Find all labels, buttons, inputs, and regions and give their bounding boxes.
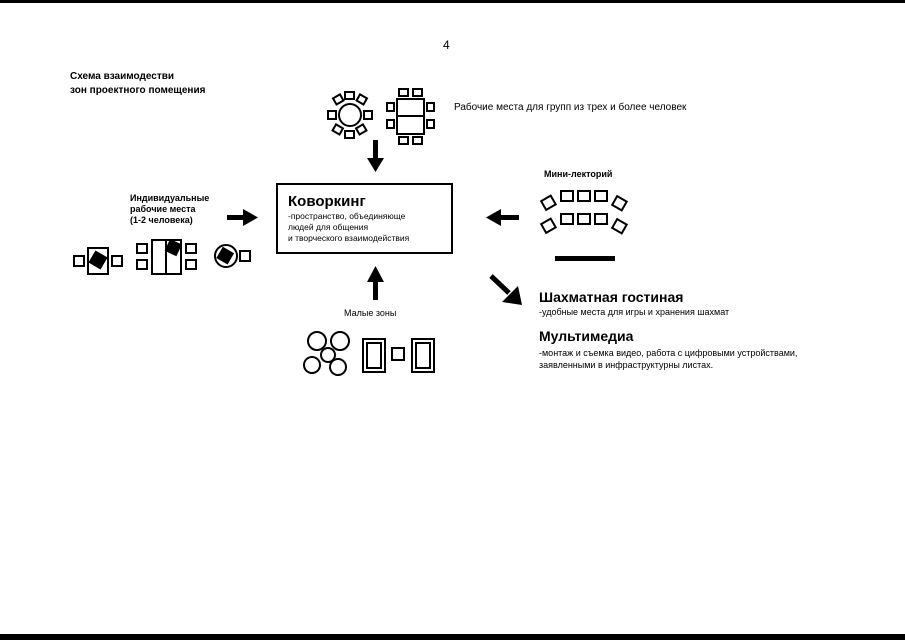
group-workspaces-label: Рабочие места для групп из трех и более … <box>454 102 687 113</box>
individual-workspaces-label: Индивидуальные рабочие места (1-2 челове… <box>130 193 209 226</box>
title-line: зон проектного помещения <box>70 85 206 96</box>
label-line: рабочие места <box>130 204 196 214</box>
small-zones-label: Малые зоны <box>344 308 397 318</box>
coworking-box <box>276 183 453 254</box>
coworking-description: -пространство, объединяюще людей для общ… <box>288 211 409 244</box>
desc-line: людей для общения <box>288 222 369 232</box>
label-line: (1-2 человека) <box>130 215 193 225</box>
chess-lounge-description: -удобные места для игры и хранения шахма… <box>539 307 730 317</box>
label-line: Индивидуальные <box>130 193 210 203</box>
mini-lecture-label: Мини-лекторий <box>544 169 613 179</box>
single-desk-icon <box>73 247 123 275</box>
arrow-left-icon <box>486 209 519 226</box>
small-round-tables-icon <box>303 331 350 376</box>
desc-line: и творческого взаимодействия <box>288 233 410 243</box>
rect-group-table-icon <box>386 88 435 145</box>
arrow-right-icon <box>227 209 258 226</box>
scan-border-bottom <box>0 634 905 640</box>
arrow-down-icon <box>367 140 384 172</box>
multimedia-title: Мультимедиа <box>539 328 634 344</box>
page-number: 4 <box>443 38 450 52</box>
sofa-zone-icon <box>362 338 435 373</box>
coworking-title: Коворкинг <box>288 193 366 210</box>
round-group-table-icon <box>327 91 373 139</box>
multimedia-description: -монтаж и съемка видео, работа с цифровы… <box>539 348 798 370</box>
round-desk-icon <box>214 244 251 268</box>
arrow-diagonal-icon <box>489 274 522 305</box>
scan-border-top <box>0 0 905 3</box>
double-desk-icon <box>136 239 197 275</box>
arrow-up-icon <box>367 266 384 300</box>
diagram-title: Схема взаимодестви зон проектного помеще… <box>70 70 205 98</box>
chess-lounge-title: Шахматная гостиная <box>539 289 684 305</box>
title-line: Схема взаимодестви <box>70 71 175 82</box>
lecture-seating-icon <box>539 190 629 261</box>
desc-line: -пространство, объединяюще <box>288 211 406 221</box>
